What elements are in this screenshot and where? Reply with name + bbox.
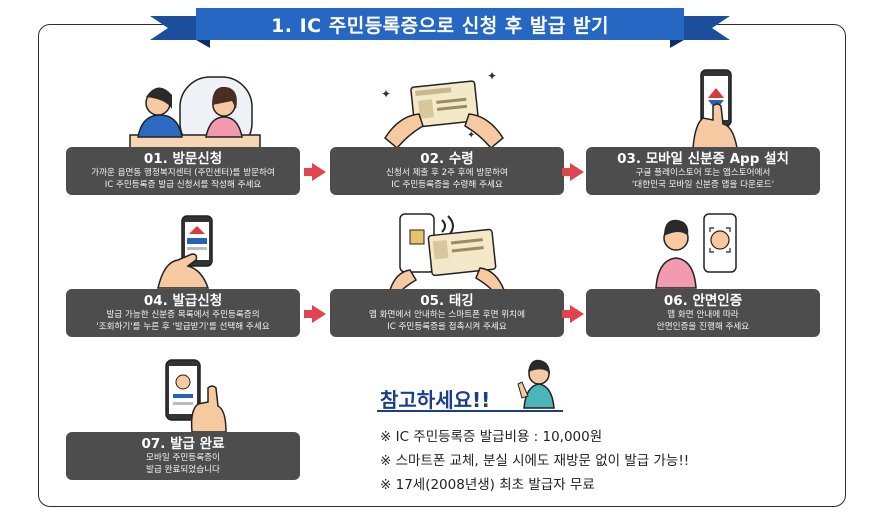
step-02-desc-2: IC 주민등록증을 수령해 주세요 [391,180,503,190]
note-item: ※ IC 주민등록증 발급비용 : 10,000원 [380,429,603,445]
step-05-title: 05. 태깅 [420,293,474,309]
step-02-title: 02. 수령 [420,151,474,167]
step-07-desc-2: 발급 완료되었습니다 [146,465,220,475]
arrow-right-icon [304,163,326,181]
notes-title: 참고하세요!! [380,388,491,412]
arrow-right-icon [562,305,584,323]
step-01-desc-1: 가까운 읍면동 행정복지센터 (주민센터)를 방문하여 [91,168,275,178]
svg-text:✦: ✦ [381,87,391,101]
issue-request-illustration [157,215,213,289]
step-02-desc-1: 신청서 제출 후 2주 후에 방문하여 [386,168,508,178]
step-07-box: 07. 발급 완료 모바일 주민등록증이 발급 완료되었습니다 [66,432,300,480]
step-07-desc-1: 모바일 주민등록증이 [146,453,220,463]
app-install-illustration [692,69,738,149]
step-01-desc-2: IC 주민등록증 발급 신청서를 작성해 주세요 [104,180,262,190]
step-06-title: 06. 안면인증 [663,293,743,309]
step-06-desc-1: 앱 화면 안내에 따라 [667,310,739,320]
receive-card-illustration: ✦ ✦ ✦ [381,69,504,150]
page-title: 1. IC 주민등록증으로 신청 후 발급 받기 [271,14,609,37]
title-banner: 1. IC 주민등록증으로 신청 후 발급 받기 [150,4,730,48]
tagging-illustration [388,213,506,291]
step-04-desc-2: '조회하기'를 누른 후 '발급받기'를 선택해 주세요 [96,322,270,332]
step-06-desc-2: 안면인증을 진행해 주세요 [656,322,750,332]
step-03-desc-1: 구글 플레이스토어 또는 앱스토어에서 [635,168,771,178]
notes-underline [377,410,563,412]
step-06-box: 06. 안면인증 앱 화면 안내에 따라 안면인증을 진행해 주세요 [586,289,820,337]
visit-counter-illustration [129,76,261,155]
step-01-box: 01. 방문신청 가까운 읍면동 행정복지센터 (주민센터)를 방문하여 IC … [66,147,300,195]
svg-text:✦: ✦ [487,69,497,83]
step-05-desc-2: IC 주민등록증을 접촉시켜 주세요 [387,322,507,332]
step-04-box: 04. 발급신청 발급 가능한 신분증 목록에서 주민등록증의 '조회하기'를 … [66,289,300,337]
step-05-box: 05. 태깅 앱 화면에서 안내하는 스마트폰 후면 위치에 IC 주민등록증을… [330,289,564,337]
arrow-right-icon [562,163,584,181]
step-05-desc-1: 앱 화면에서 안내하는 스마트폰 후면 위치에 [369,310,525,320]
notes-woman-illustration [517,359,555,409]
note-item: ※ 17세(2008년생) 최초 발급자 무료 [380,477,595,493]
step-07-title: 07. 발급 완료 [141,436,225,452]
step-04-title: 04. 발급신청 [143,293,223,309]
step-04-desc-1: 발급 가능한 신분증 목록에서 주민등록증의 [106,310,260,320]
step-03-box: 03. 모바일 신분증 App 설치 구글 플레이스토어 또는 앱스토어에서 '… [586,147,820,195]
step-03-desc-2: '대한민국 모바일 신분증 앱을 다운로드' [631,180,775,190]
step-03-title: 03. 모바일 신분증 App 설치 [617,151,789,167]
arrow-right-icon [304,305,326,323]
issue-complete-illustration [165,359,227,433]
step-01-title: 01. 방문신청 [143,151,223,167]
step-02-box: 02. 수령 신청서 제출 후 2주 후에 방문하여 IC 주민등록증을 수령해… [330,147,564,195]
svg-text:✦: ✦ [467,130,475,141]
face-auth-illustration [655,213,737,289]
note-item: ※ 스마트폰 교체, 분실 시에도 재방문 없이 발급 가능!! [380,453,690,469]
